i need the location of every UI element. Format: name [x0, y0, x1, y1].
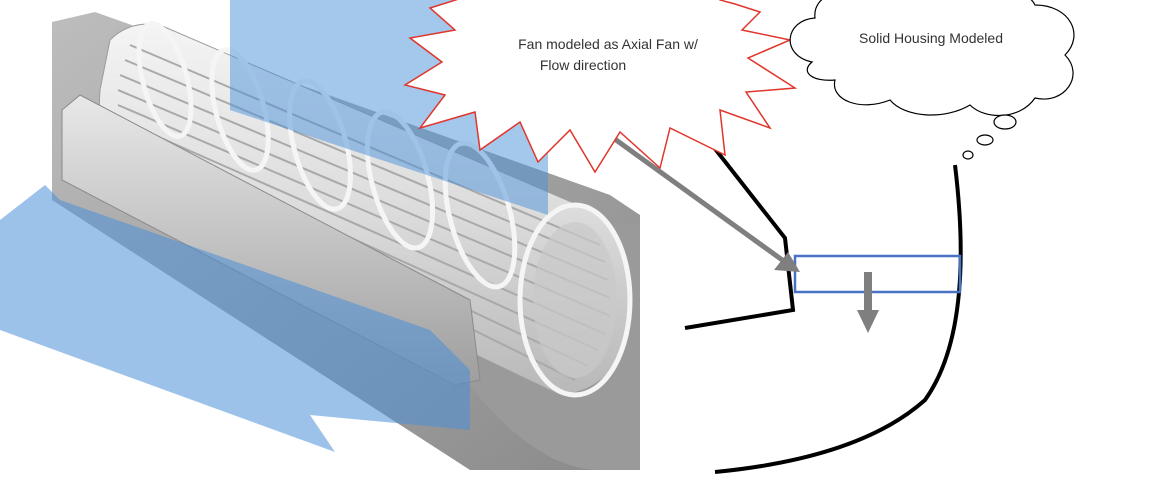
fan-callout-line2: Flow direction: [540, 57, 626, 73]
outlet-flow-arrow: [0, 185, 470, 452]
fan-callout-line1: Fan modeled as Axial Fan w/: [518, 36, 698, 52]
housing-callout: Solid Housing Modeled: [789, 0, 1075, 160]
housing-schematic: [603, 106, 963, 474]
housing-upper-wall: [681, 106, 796, 330]
callout-pointer-arrow: [603, 129, 800, 272]
fan-rendering: [0, 0, 640, 470]
flow-direction-arrow: [857, 272, 879, 333]
rotor-end-cavity: [533, 222, 617, 378]
housing-callout-cloud: [789, 0, 1075, 116]
cloud-tail-bubble-3: [962, 150, 974, 160]
cloud-tail-bubble-2: [976, 134, 994, 146]
axial-fan-box: [793, 254, 962, 294]
fan-callout-burst: [403, 0, 798, 174]
cloud-tail-bubble-1: [993, 114, 1017, 130]
fan-callout: Fan modeled as Axial Fan w/ Flow directi…: [403, 0, 798, 174]
housing-callout-label: Solid Housing Modeled: [859, 30, 1003, 46]
